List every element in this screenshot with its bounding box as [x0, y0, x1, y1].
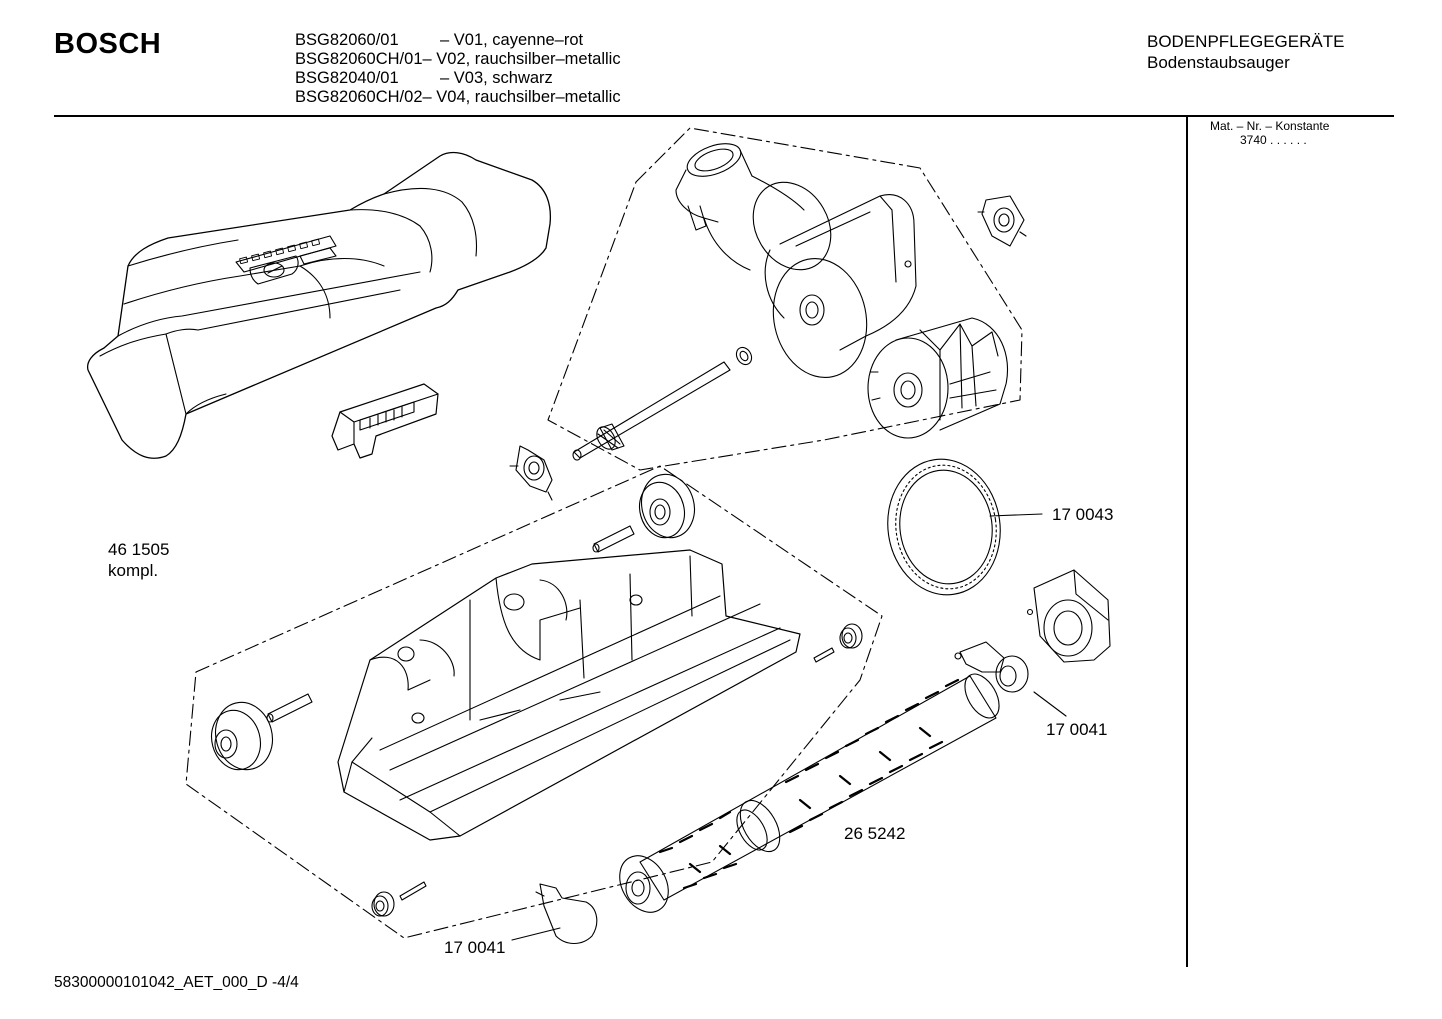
matnr-block: Mat. – Nr. – Konstante 3740 . . . . . . — [1210, 119, 1329, 147]
axle-pin — [592, 525, 635, 553]
leader-line — [989, 513, 1043, 517]
side-cover — [1026, 569, 1111, 663]
document-id: 58300000101042_AET_000_D -4/4 — [54, 974, 299, 991]
model-code: BSG82040/01 — [295, 69, 399, 87]
drive-belt — [887, 458, 1001, 596]
base-plate — [337, 549, 801, 841]
model-list: BSG82060/01 – V01, cayenne–rot BSG82060CH… — [295, 31, 621, 107]
model-row: BSG82040/01 – V03, schwarz — [295, 69, 621, 88]
category-block: BODENPFLEGEGERÄTE Bodenstaubsauger — [1147, 31, 1344, 73]
brand-logo: BOSCH — [54, 28, 162, 60]
end-cap — [535, 883, 598, 945]
sidebar-divider — [1186, 115, 1188, 967]
leader-line — [1033, 691, 1067, 717]
category-title: BODENPFLEGEGERÄTE — [1147, 32, 1345, 51]
subcategory-title: Bodenstaubsauger — [1147, 53, 1290, 72]
end-bracket — [954, 641, 1029, 693]
bearing-bracket — [977, 195, 1027, 247]
part-label-end-cap-right: 17 0041 — [1046, 720, 1108, 739]
part-label-brush-roll: 26 5242 — [844, 824, 906, 843]
wheel — [211, 701, 273, 771]
baseplate-group-outline — [185, 465, 883, 939]
part-label-belt: 17 0043 — [1052, 505, 1114, 524]
turbine-group-outline — [547, 127, 1023, 471]
housing-cover — [86, 151, 552, 459]
model-row: BSG82060CH/01– V02, rauchsilber–metallic — [295, 50, 621, 69]
axle-pin — [266, 693, 313, 723]
model-code: BSG82060CH/02 — [295, 88, 423, 106]
brush-roll — [619, 673, 1000, 913]
matnr-heading: Mat. – Nr. – Konstante — [1210, 119, 1330, 133]
assembly-number-label: 46 1505 — [108, 540, 170, 559]
turbine-wheel — [867, 317, 1009, 439]
model-code: BSG82060CH/01 — [295, 50, 423, 68]
model-row: BSG82060CH/02– V04, rauchsilber–metallic — [295, 88, 621, 107]
model-variant: – V04, rauchsilber–metallic — [422, 88, 621, 106]
leader-line — [511, 927, 561, 941]
bearing-bracket — [509, 445, 553, 501]
model-code: BSG82060/01 — [295, 31, 399, 49]
model-row: BSG82060/01 – V01, cayenne–rot — [295, 31, 621, 50]
turbine-housing — [675, 143, 917, 379]
axle-pin — [399, 881, 427, 901]
matnr-value: 3740 . . . . . . — [1240, 133, 1307, 147]
latch-part — [331, 383, 439, 459]
assembly-note-label: kompl. — [108, 561, 159, 580]
model-variant: – V01, cayenne–rot — [440, 31, 584, 49]
header-divider — [54, 115, 1394, 117]
axle-pin — [813, 647, 835, 663]
part-label-end-cap-left: 17 0041 — [444, 938, 506, 957]
axle-shaft — [572, 361, 731, 461]
wheel — [371, 891, 395, 917]
model-variant: – V03, schwarz — [440, 69, 553, 87]
wheel — [638, 473, 695, 539]
model-variant: – V02, rauchsilber–metallic — [422, 50, 621, 68]
wheel — [839, 623, 863, 649]
washer — [735, 346, 753, 366]
